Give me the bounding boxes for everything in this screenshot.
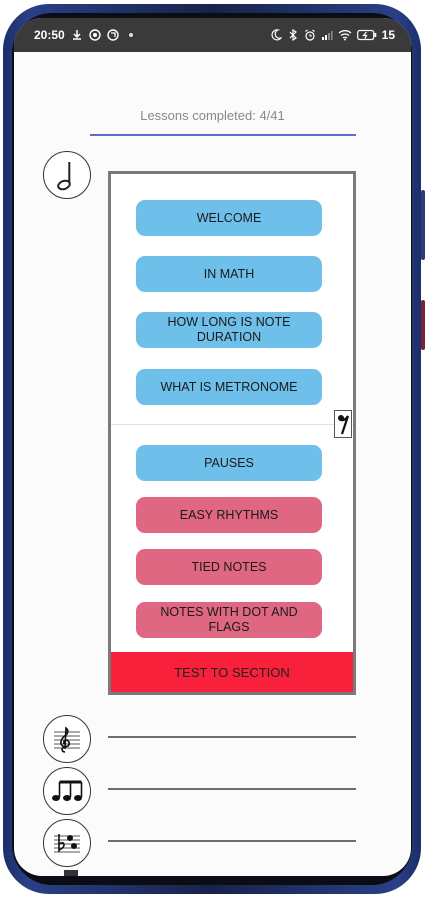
- test-to-section-button[interactable]: TEST TO SECTION: [111, 652, 353, 692]
- battery-charging-icon: [356, 29, 376, 41]
- section-2-button[interactable]: [43, 715, 91, 763]
- app-notification-icon: [89, 29, 101, 41]
- volume-button: [421, 190, 425, 260]
- section-2-collapsed-line: [108, 736, 356, 738]
- lesson-welcome-button[interactable]: WELCOME: [136, 200, 322, 236]
- more-notifications-icon: [128, 33, 133, 37]
- bluetooth-icon: [289, 29, 297, 41]
- lesson-dot-flags-button[interactable]: NOTES WITH DOT AND FLAGS: [136, 602, 322, 638]
- section-1-button[interactable]: [43, 151, 91, 199]
- lesson-easy-rhythms-button[interactable]: EASY RHYTHMS: [136, 497, 322, 533]
- panel-divider: [111, 424, 353, 425]
- lesson-in-math-button[interactable]: IN MATH: [136, 256, 322, 292]
- lesson-note-duration-button[interactable]: HOW LONG IS NOTE DURATION: [136, 312, 322, 348]
- app-screen: 20:50: [14, 18, 411, 876]
- section-4-collapsed-line: [108, 840, 356, 842]
- lesson-metronome-button[interactable]: WHAT IS METRONOME: [136, 369, 322, 405]
- half-note-icon: [57, 162, 71, 191]
- progress-underline: [90, 134, 356, 136]
- lesson-pauses-button[interactable]: PAUSES: [136, 445, 322, 481]
- signal-icon: [321, 31, 333, 40]
- status-bar: 20:50: [14, 18, 411, 52]
- section-4-button[interactable]: [43, 819, 91, 867]
- do-not-disturb-icon: [271, 29, 282, 41]
- alarm-icon: [304, 29, 315, 41]
- current-lesson-marker: [334, 410, 352, 438]
- app-notification-icon: [107, 29, 119, 41]
- download-icon: [72, 30, 81, 40]
- power-button: [421, 300, 425, 350]
- wifi-icon: [338, 30, 352, 41]
- status-time: 20:50: [34, 28, 65, 42]
- treble-clef-staff-icon: [54, 726, 80, 753]
- section-3-collapsed-line: [108, 788, 356, 790]
- beamed-notes-icon: [52, 780, 83, 801]
- next-section-peek: [64, 870, 78, 876]
- lessons-completed-label: Lessons completed: 4/41: [140, 108, 285, 123]
- eighth-rest-icon: [338, 415, 350, 435]
- battery-percent: 15: [381, 28, 395, 42]
- lesson-tied-notes-button[interactable]: TIED NOTES: [136, 549, 322, 585]
- key-signature-icon: [54, 834, 80, 853]
- section-3-button[interactable]: [43, 767, 91, 815]
- section-1-lesson-panel: WELCOME IN MATH HOW LONG IS NOTE DURATIO…: [108, 171, 356, 695]
